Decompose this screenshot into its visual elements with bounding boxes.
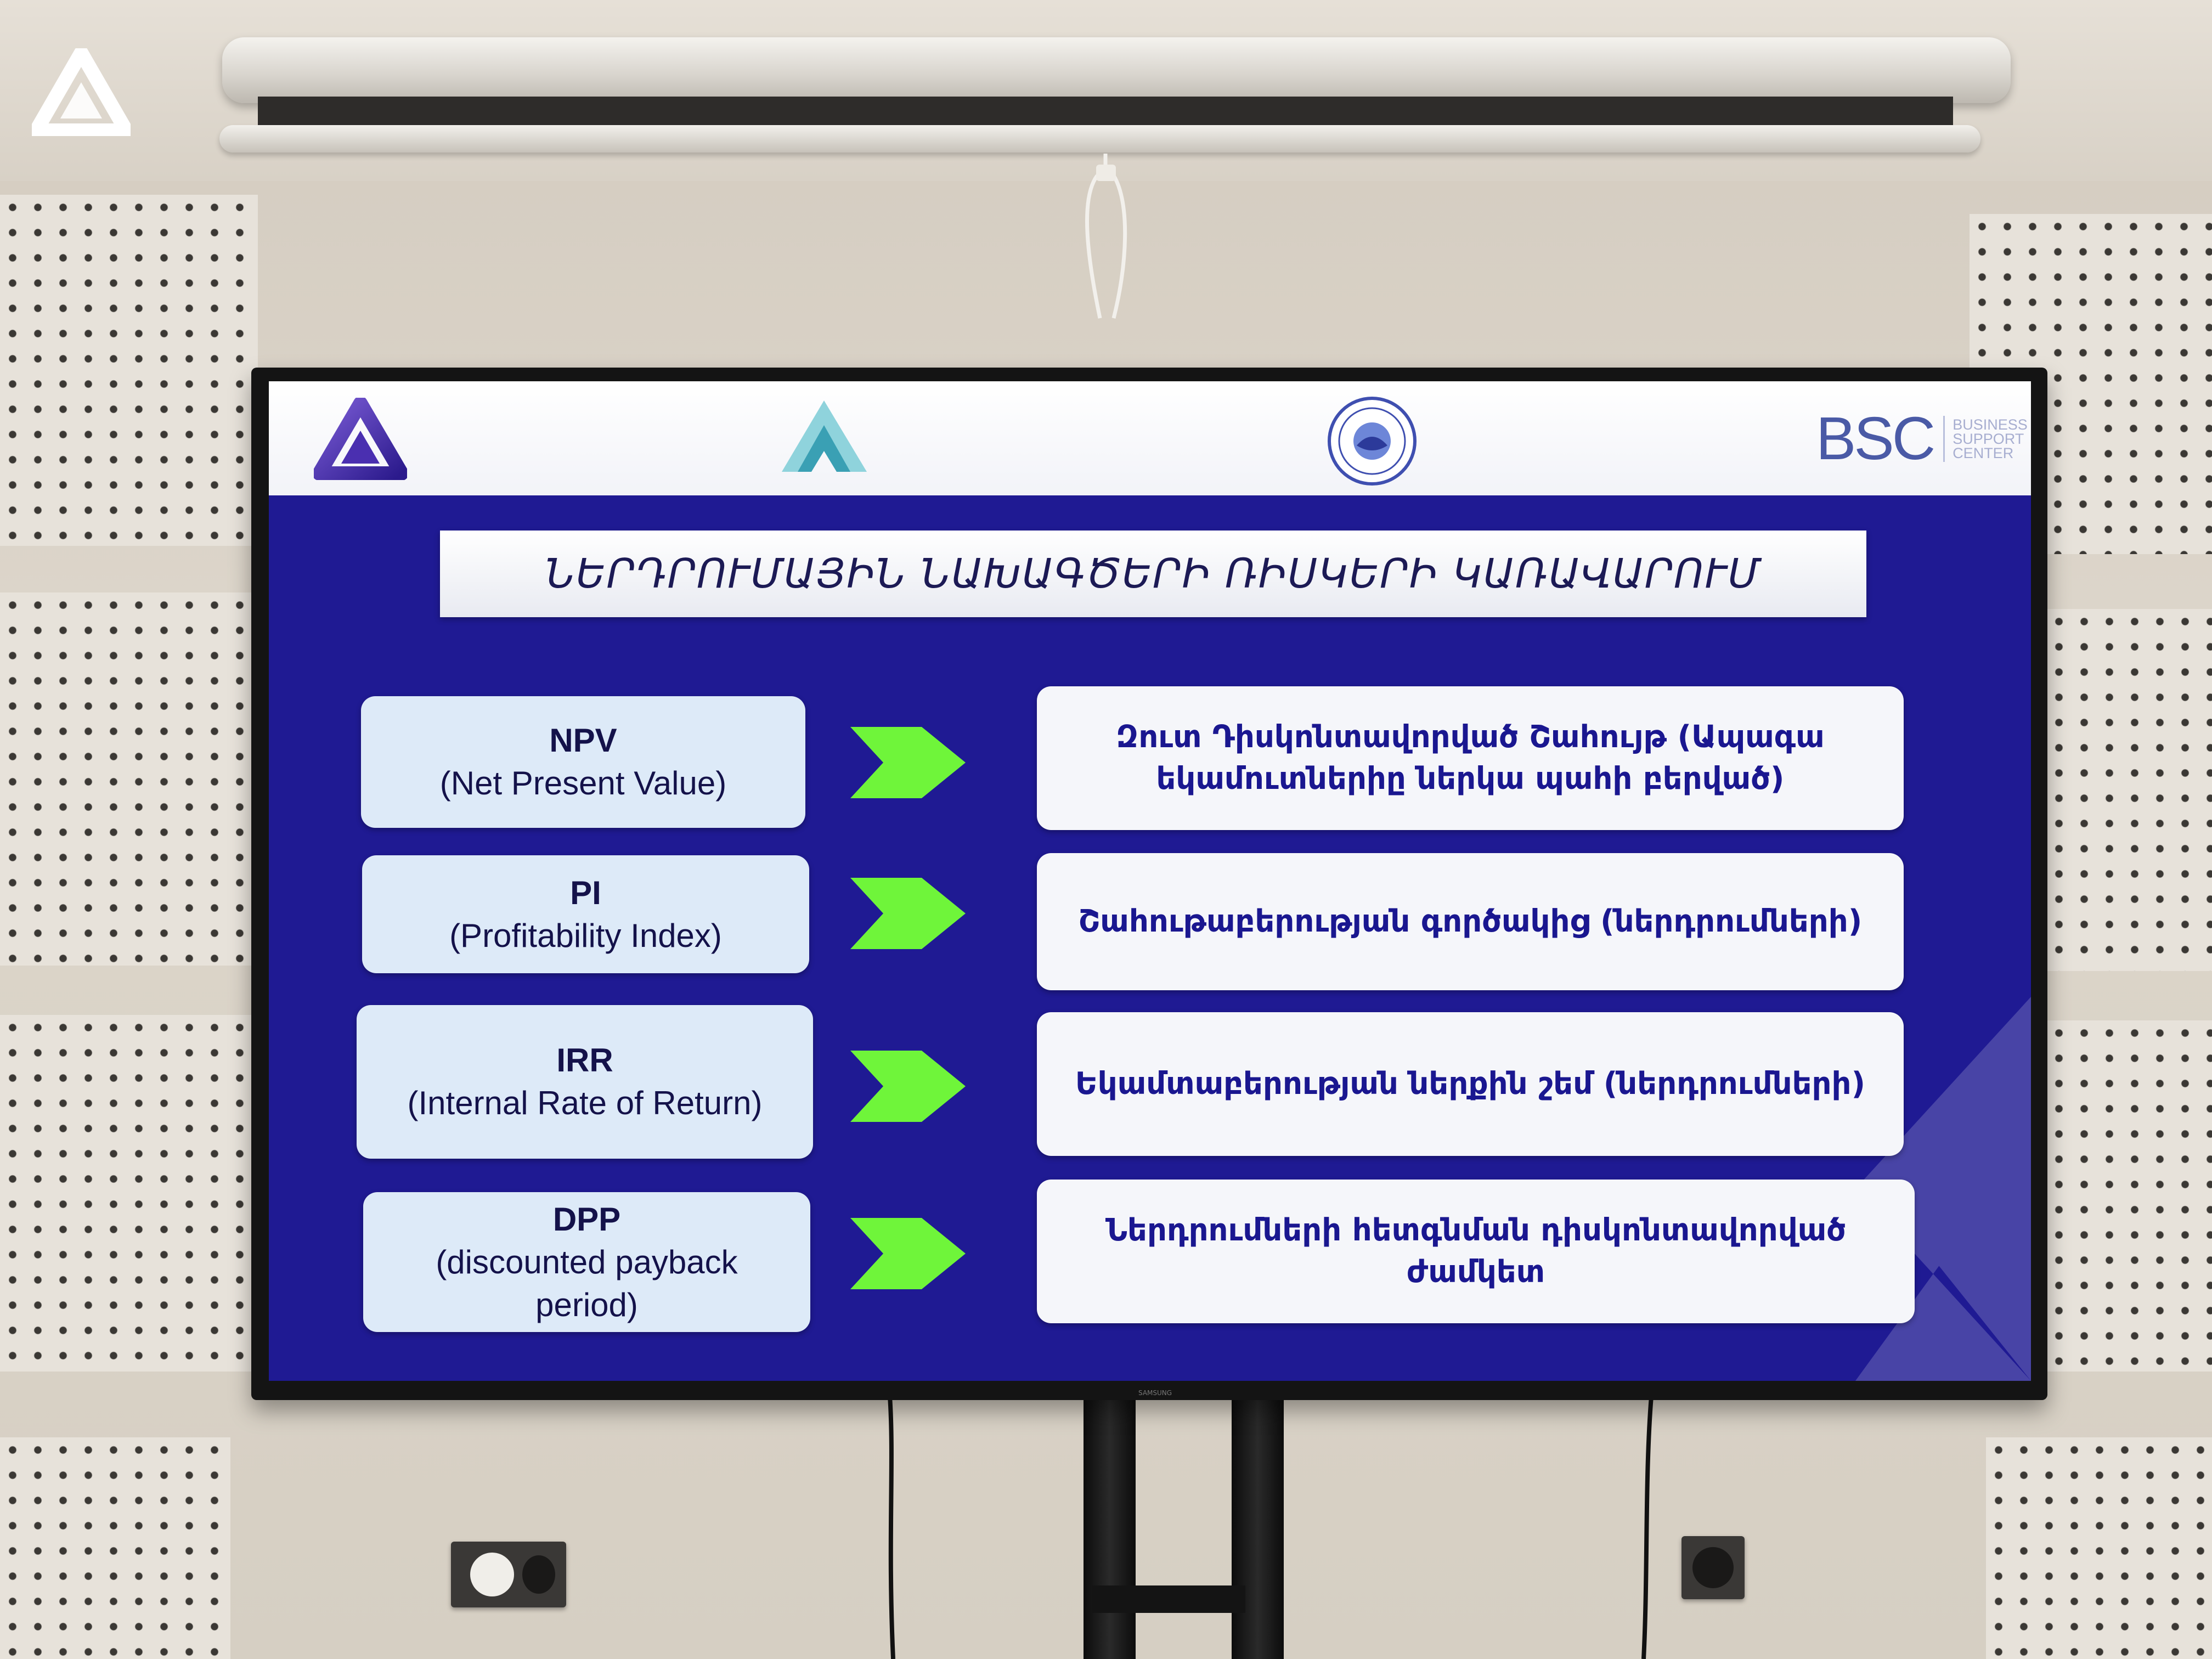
- bsc-logo: BSC BUSINESS SUPPORT CENTER: [1816, 409, 2028, 469]
- power-socket-icon: [451, 1542, 566, 1607]
- metric-code: IRR: [556, 1042, 613, 1079]
- chevron-logo-icon: [782, 400, 867, 472]
- slide-title-box: ՆԵՐԴՐՈՒՄԱՅԻՆ ՆԱԽԱԳԾԵՐԻ ՌԻՍԿԵՐԻ ԿԱՌԱՎԱՐՈՒ…: [440, 531, 1866, 617]
- arrow-right-icon: [850, 878, 966, 949]
- definition-box-npv: Զուտ Դիսկոնտավորված Շահույթ (Ապագա եկամո…: [1037, 686, 1904, 830]
- triangle-logo-icon: [314, 398, 407, 480]
- projector-screen-case: [222, 37, 2011, 103]
- metric-code: PI: [570, 874, 601, 911]
- definition-box-pi: Շահութաբերության գործակից (ներդրումների): [1037, 853, 1904, 990]
- bsc-logo-sub-line: BUSINESS: [1953, 416, 2028, 433]
- slide-header: BSC BUSINESS SUPPORT CENTER: [269, 381, 2031, 495]
- acoustic-panel-right-floor: [1986, 1437, 2212, 1659]
- arrow-right-icon: [850, 1218, 966, 1289]
- metric-box-npv: NPV (Net Present Value): [361, 696, 805, 828]
- acoustic-panel-left-top: [0, 195, 258, 546]
- metric-expansion: (Internal Rate of Return): [407, 1085, 763, 1121]
- triangle-logo-icon: [32, 48, 131, 136]
- bsc-logo-sub-line: CENTER: [1953, 445, 2014, 461]
- acoustic-panel-right-mid: [2046, 609, 2212, 971]
- slide-title: ՆԵՐԴՐՈՒՄԱՅԻՆ ՆԱԽԱԳԾԵՐԻ ՌԻՍԿԵՐԻ ԿԱՌԱՎԱՐՈՒ…: [545, 550, 1762, 597]
- wall-socket-right: [1681, 1536, 1745, 1599]
- decorative-pattern: [1855, 997, 2031, 1381]
- cable-right: [1641, 1396, 1654, 1659]
- metric-definition: Ներդրումների հետգնման դիսկոնտավորված ժամ…: [1105, 1212, 1846, 1290]
- cable-left: [888, 1396, 895, 1659]
- metric-box-irr: IRR (Internal Rate of Return): [357, 1005, 813, 1159]
- bsc-logo-main: BSC: [1816, 405, 1936, 472]
- tv-brand-label: SAMSUNG: [1138, 1389, 1172, 1397]
- arrow-right-icon: [850, 1051, 966, 1122]
- metric-expansion: (Net Present Value): [439, 765, 727, 802]
- definition-box-irr: Եկամտաբերության ներքին շեմ (ներդրումների…: [1037, 1012, 1904, 1156]
- metric-definition: Եկամտաբերության ներքին շեմ (ներդրումների…: [1075, 1066, 1866, 1102]
- tv-stand-left-column: [1084, 1396, 1136, 1659]
- bsc-logo-sub-line: SUPPORT: [1953, 431, 2024, 447]
- presentation-slide: BSC BUSINESS SUPPORT CENTER ՆԵՐԴՐՈՒՄԱՅԻՆ…: [269, 381, 2031, 1381]
- metric-definition: Շահութաբերության գործակից (ներդրումների): [1078, 904, 1863, 939]
- metric-box-pi: PI (Profitability Index): [362, 855, 809, 973]
- seal-logo-icon: [1328, 397, 1417, 486]
- metric-expansion: (Profitability Index): [449, 917, 722, 954]
- definition-box-dpp: Ներդրումների հետգնման դիսկոնտավորված ժամ…: [1037, 1180, 1915, 1323]
- tv-stand-right-column: [1232, 1396, 1284, 1659]
- pull-cord: [1085, 154, 1127, 319]
- acoustic-panel-left-mid: [0, 592, 258, 966]
- bsc-logo-subtitle: BUSINESS SUPPORT CENTER: [1953, 416, 2028, 461]
- metric-code: DPP: [552, 1200, 621, 1238]
- bsc-logo-separator: [1943, 416, 1945, 462]
- metric-definition: Զուտ Դիսկոնտավորված Շահույթ (Ապագա եկամո…: [1116, 719, 1825, 797]
- arrow-right-icon: [850, 727, 966, 798]
- acoustic-panel-left-floor: [0, 1437, 230, 1659]
- projector-screen-bar: [219, 125, 1980, 153]
- acoustic-panel-left-bottom: [0, 1015, 258, 1372]
- metric-box-dpp: DPP (discounted payback period): [363, 1192, 810, 1332]
- metric-expansion: (discounted payback period): [436, 1243, 738, 1323]
- metric-code: NPV: [549, 722, 617, 759]
- tv-stand-crossbar: [1092, 1585, 1245, 1613]
- acoustic-panel-right-bottom: [2046, 1020, 2212, 1372]
